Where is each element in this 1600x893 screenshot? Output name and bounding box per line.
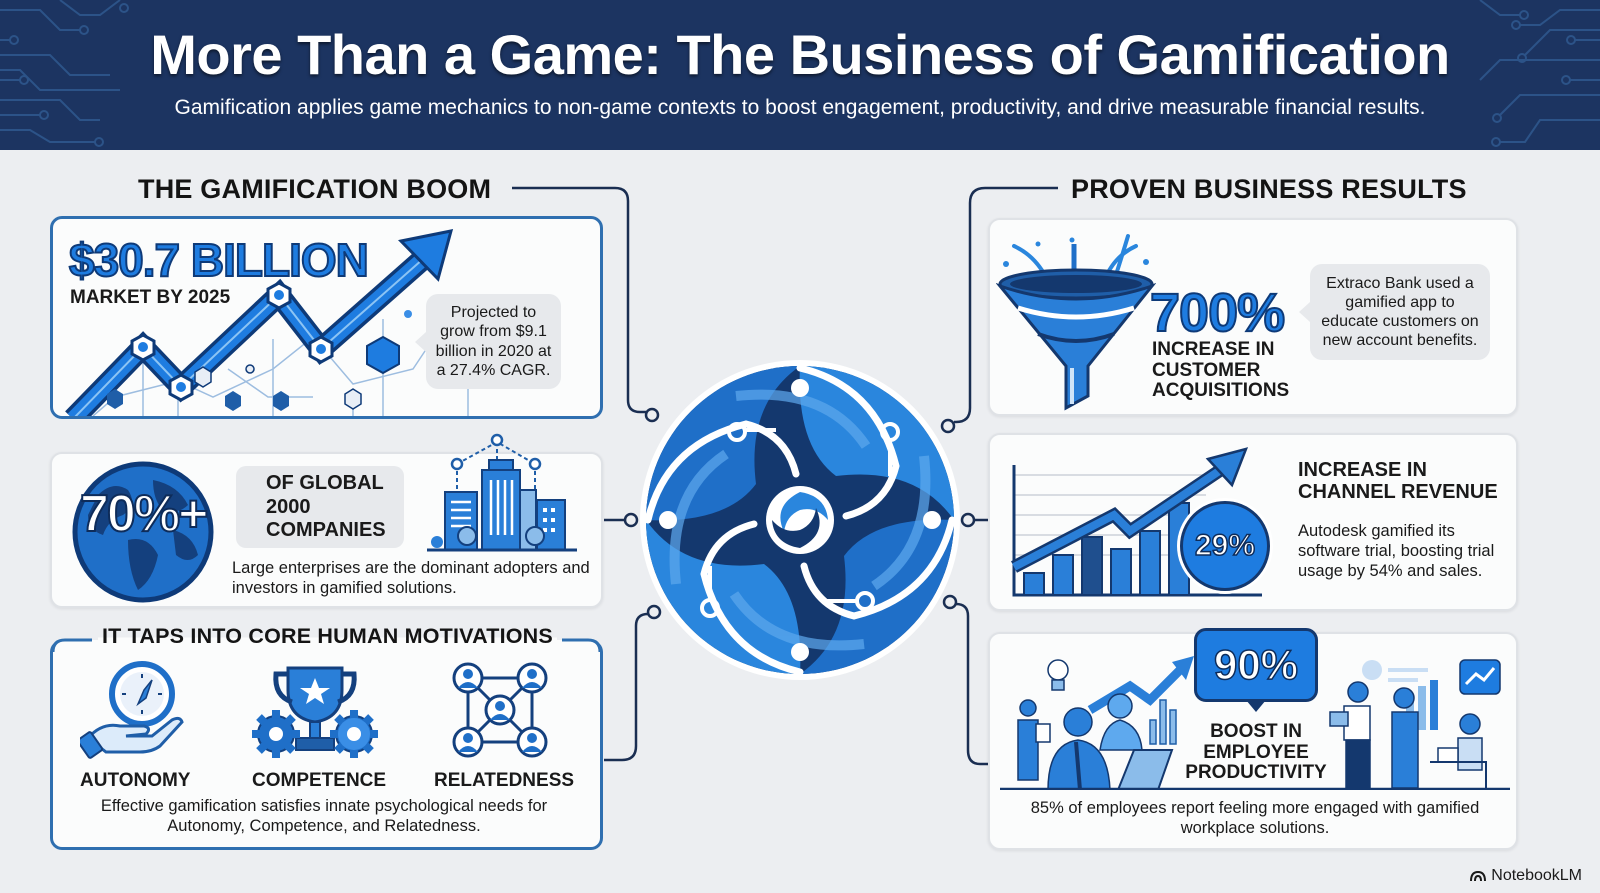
competence-label: COMPETENCE (252, 770, 387, 791)
acquisition-note: Extraco Bank used a gamified app to educ… (1299, 264, 1490, 360)
revenue-description: Autodesk gamified its software trial, bo… (1298, 522, 1495, 581)
channel-revenue-card: 29% INCREASE IN CHANNEL REVENUE Autodesk… (988, 433, 1518, 611)
productivity-label: BOOST IN EMPLOYEE PRODUCTIVITY (1185, 721, 1327, 784)
globe-icon (72, 461, 214, 603)
revenue-label: INCREASE IN CHANNEL REVENUE (1298, 459, 1498, 504)
motivation-item-competence: COMPETENCE (240, 660, 390, 795)
productivity-stat-bubble-tail (1246, 700, 1266, 712)
hand-compass-icon (80, 661, 184, 759)
bar-chart-arrow-icon (1011, 447, 1262, 597)
autonomy-label: AUTONOMY (80, 770, 191, 791)
page-subtitle: Gamification applies game mechanics to n… (174, 96, 1426, 119)
market-size-subheadline: MARKET BY 2025 (70, 287, 231, 308)
funnel-icon (996, 234, 1156, 411)
revenue-stat-badge: 29% (1180, 501, 1270, 591)
productivity-stat-bubble: 90% (1194, 628, 1318, 702)
motivations-description: Effective gamification satisfies innate … (100, 797, 548, 836)
market-size-headline: $30.7 BILLION (68, 233, 370, 287)
notebooklm-brand: NotebookLM (1470, 867, 1582, 885)
productivity-description: 85% of employees report feeling more eng… (1030, 799, 1480, 838)
team-working-illustration-icon (1000, 656, 1510, 790)
people-network-icon (452, 662, 548, 758)
header-banner: More Than a Game: The Business of Gamifi… (0, 0, 1600, 150)
motivation-item-autonomy: AUTONOMY (78, 660, 198, 795)
notebooklm-logo-icon (1470, 870, 1487, 882)
customer-acquisition-card: 700% INCREASE IN CUSTOMER ACQUISITIONS E… (988, 218, 1518, 416)
market-size-card: $30.7 BILLION MARKET BY 2025 Projected t… (50, 216, 603, 419)
city-buildings-icon (427, 433, 577, 552)
market-growth-note: Projected to grow from $9.1 billion in 2… (415, 294, 561, 389)
adoption-label-box (236, 466, 404, 548)
revenue-stat: 29% (1194, 528, 1256, 563)
acquisition-stat: 700% (1149, 282, 1286, 344)
employee-productivity-card: 90% BOOST IN EMPLOYEE PRODUCTIVITY 85% o… (988, 628, 1518, 850)
circuit-decoration-icon (1479, 0, 1600, 147)
section-title-gamification-boom: THE GAMIFICATION BOOM (138, 174, 492, 204)
rising-line-chart-arrow-icon (65, 229, 469, 416)
enterprise-adoption-card: 70%+ OF GLOBAL 2000 COMPANIES Large ente… (50, 433, 603, 608)
motivation-item-relatedness: RELATEDNESS (432, 660, 582, 795)
page-title: More Than a Game: The Business of Gamifi… (150, 23, 1450, 86)
section-title-proven-results: PROVEN BUSINESS RESULTS (1071, 174, 1467, 204)
adoption-label: OF GLOBAL 2000 COMPANIES (266, 472, 386, 542)
relatedness-label: RELATEDNESS (434, 770, 575, 791)
trophy-gears-icon (252, 666, 378, 758)
motivations-title: IT TAPS INTO CORE HUMAN MOTIVATIONS (98, 624, 557, 649)
productivity-stat: 90% (1213, 640, 1299, 689)
circuit-decoration-icon (0, 0, 129, 147)
swirl-circuit-logo-icon (640, 360, 960, 680)
acquisition-label: INCREASE IN CUSTOMER ACQUISITIONS (1152, 339, 1290, 402)
adoption-description: Large enterprises are the dominant adopt… (232, 559, 590, 598)
adoption-stat: 70%+ (79, 484, 209, 544)
